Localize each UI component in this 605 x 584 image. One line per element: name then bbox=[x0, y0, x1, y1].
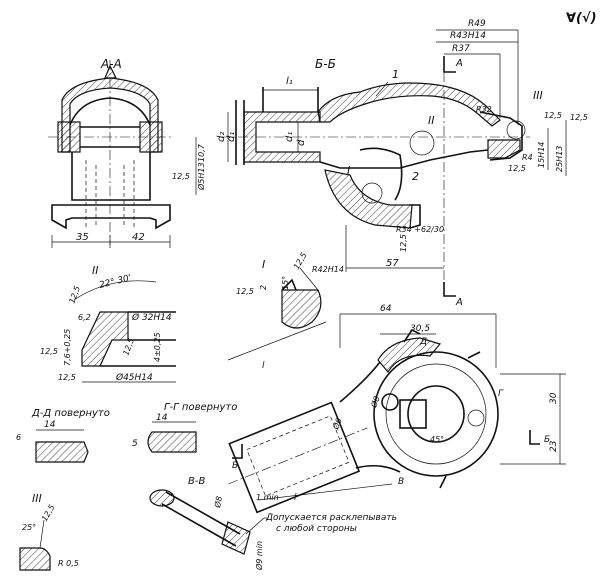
roughness-12-5: 12,5 bbox=[172, 172, 190, 181]
dim-I-2: 2 bbox=[259, 285, 268, 290]
section-b-b: Б-Б l₁ d₂ d₁ d d₁ 1 2 I II III bbox=[216, 19, 588, 308]
section-b-b-title: Б-Б bbox=[315, 57, 336, 71]
callout-1: 1 bbox=[392, 68, 399, 81]
dim-30: 30 bbox=[549, 392, 559, 404]
dim-l-top: l bbox=[262, 361, 265, 371]
callout-III: III bbox=[533, 89, 543, 102]
cut-d: Д bbox=[419, 337, 427, 347]
angle-25: 25° bbox=[22, 523, 36, 532]
dim-r4: R4 bbox=[522, 153, 533, 162]
dim-r49: R49 bbox=[468, 19, 486, 29]
dim-vv-d9min: Ø9 min bbox=[254, 541, 264, 571]
dim-25h13: 25H13 bbox=[555, 146, 564, 172]
dim-l-bottom: l bbox=[294, 493, 297, 503]
dim-10-7: 10,7 bbox=[197, 143, 206, 162]
roughness-bb-4: 12,5 bbox=[544, 111, 562, 120]
dim-gg-14: 14 bbox=[156, 413, 168, 423]
label-l1: l₁ bbox=[286, 76, 293, 87]
dim-vv-1min: 1 min bbox=[256, 493, 279, 502]
roughness-II-4: 12,5 bbox=[58, 373, 76, 382]
detail-III: III 25° 12,5 R 0,5 bbox=[19, 492, 79, 571]
cut-a-top: A bbox=[455, 58, 463, 69]
note-rivet-2: с любой стороны bbox=[276, 524, 357, 534]
dim-dd-6: 6 bbox=[16, 433, 21, 442]
cut-a-bottom: A bbox=[455, 297, 463, 308]
section-a-a: A-A 35 42 12,5 Ø5H13 10,7 bbox=[48, 57, 206, 248]
dim-dd-14: 14 bbox=[44, 420, 56, 430]
cut-g: Г bbox=[498, 389, 504, 399]
dim-r37: R37 bbox=[452, 44, 470, 54]
view-d-d-title: Д-Д повернуто bbox=[31, 408, 110, 419]
dim-r0-5: R 0,5 bbox=[58, 559, 79, 568]
roughness-I-1: 12,5 bbox=[236, 287, 254, 296]
detail-I-title: I bbox=[262, 258, 265, 271]
label-d: d bbox=[296, 139, 307, 146]
roughness-II-3: 12,5 bbox=[40, 347, 58, 356]
roughness-bb-3: 12,5 bbox=[508, 164, 526, 173]
roughness-II-1: 12,5 bbox=[67, 285, 82, 305]
detail-III-title: III bbox=[32, 492, 42, 505]
view-d-d: Д-Д повернуто 14 6 bbox=[16, 408, 110, 463]
cut-b-left: Б bbox=[232, 461, 238, 471]
dim-35: 35 bbox=[76, 232, 89, 243]
section-a-a-title: A-A bbox=[100, 57, 122, 71]
cut-v: В bbox=[398, 477, 404, 487]
dim-d5h13: Ø5H13 bbox=[196, 162, 206, 191]
dim-23: 23 bbox=[549, 440, 559, 452]
dim-4-025: 4±0,25 bbox=[153, 332, 162, 362]
dim-gg-5: 5 bbox=[132, 439, 138, 449]
callout-I: I bbox=[347, 164, 350, 177]
section-v-v: В-В Ø8 Ø9 min 1 min Допускается расклепы… bbox=[149, 476, 397, 571]
section-v-v-title: В-В bbox=[188, 476, 205, 487]
label-d1-right: d₁ bbox=[284, 132, 295, 142]
dim-45deg: 45° bbox=[430, 435, 444, 444]
dim-57: 57 bbox=[386, 258, 399, 269]
view-g-g-title: Г-Г повернуто bbox=[164, 402, 237, 413]
dim-6-2: 6,2 bbox=[78, 313, 91, 322]
dim-64: 64 bbox=[380, 304, 392, 314]
dim-d8: Ø8 bbox=[368, 395, 382, 410]
dim-15h14: 15H14 bbox=[537, 142, 546, 168]
callout-II: II bbox=[428, 114, 435, 127]
label-d2: d₂ bbox=[216, 132, 227, 142]
angle-22-30: 22° 30' bbox=[98, 273, 132, 291]
cut-b-right: Б bbox=[544, 435, 550, 445]
dim-vv-d8: Ø8 bbox=[212, 495, 224, 509]
dim-7-6: 7,6+0,25 bbox=[63, 329, 72, 366]
note-rivet-1: Допускается расклепывать bbox=[265, 513, 397, 523]
detail-I: I R42H14 12,5 12,5 2 15° bbox=[236, 251, 344, 329]
dim-42: 42 bbox=[132, 232, 145, 243]
dim-d6: Ø6 bbox=[330, 417, 344, 432]
dim-r42h14: R42H14 bbox=[312, 265, 344, 274]
dim-I-15deg: 15° bbox=[281, 276, 290, 290]
view-g-g: Г-Г повернуто 14 5 bbox=[132, 402, 237, 453]
dim-30-5: 30,5 bbox=[410, 324, 430, 334]
dim-r32: R32 bbox=[476, 105, 492, 114]
label-d1-left: d₁ bbox=[226, 132, 237, 142]
roughness-III: 12,5 bbox=[40, 503, 57, 523]
dim-d45h14: Ø45H14 bbox=[115, 372, 153, 383]
roughness-bb-1: 12,5 bbox=[399, 234, 408, 252]
dim-r43h14: R43H14 bbox=[450, 31, 486, 41]
detail-II-title: II bbox=[92, 264, 99, 277]
dim-d32h14: Ø 32H14 bbox=[131, 312, 172, 323]
roughness-bb-2: 12,5 bbox=[570, 113, 588, 122]
callout-2: 2 bbox=[412, 170, 419, 183]
roughness-symbol: ∀(√) bbox=[566, 11, 597, 26]
detail-II: II 22° 30' 12,5 6,2 Ø 32H14 4±0,25 12,5 … bbox=[40, 264, 176, 383]
dim-r34: R34 +62/30 bbox=[396, 225, 444, 234]
roughness-I-2: 12,5 bbox=[292, 251, 309, 271]
plan-view: 64 30,5 30 23 Ø6 Ø8 45° l l Д Б Б В Г bbox=[227, 304, 566, 514]
